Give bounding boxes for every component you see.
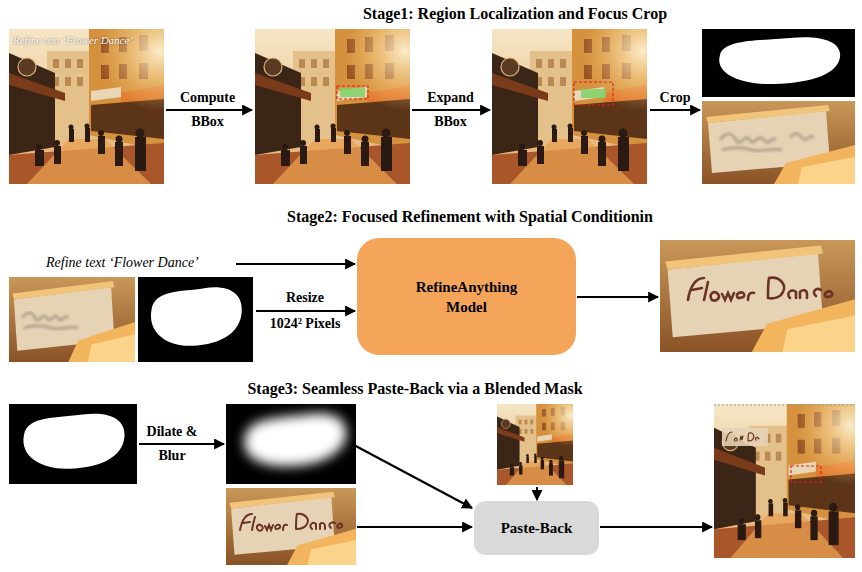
refined-output-part xyxy=(660,240,855,352)
flow-arrow xyxy=(412,109,490,111)
prompt-overlay: Refine text ‘Flower Dance’ xyxy=(13,33,163,47)
blended-mask xyxy=(226,404,356,484)
crop-photo-part-part xyxy=(720,134,776,143)
refined-crop-part-part xyxy=(296,514,342,529)
final-photo-part-part xyxy=(726,432,759,441)
refined-output-part-part xyxy=(768,278,832,299)
refined-crop xyxy=(226,488,356,565)
step-label: Crop xyxy=(650,86,700,110)
crop-input-part xyxy=(22,313,78,329)
final-photo-part xyxy=(714,366,862,558)
flow-arrow xyxy=(536,487,538,500)
expanded-bbox-outline xyxy=(574,82,613,105)
crop-photo-part-part xyxy=(722,148,782,151)
final-photo-part xyxy=(722,428,768,446)
process-box: Paste-Back xyxy=(474,501,599,555)
final-photo xyxy=(714,366,862,558)
crop-input-part-part xyxy=(24,326,78,329)
mask-input xyxy=(138,277,253,362)
target-highlight xyxy=(340,88,365,97)
stage-heading: Stage2: Focused Refinement with Spatial … xyxy=(200,207,740,227)
node-label: RefineAnything Model xyxy=(407,277,527,317)
crop-mask xyxy=(702,29,855,97)
flow-arrow xyxy=(236,263,355,265)
node-label: Paste-Back xyxy=(501,518,573,538)
blended-mask-part xyxy=(244,413,346,466)
stage-heading: Stage1: Region Localization and Focus Cr… xyxy=(245,4,785,24)
final-photo-part xyxy=(714,405,855,406)
flow-arrow xyxy=(352,444,472,508)
expanded-photo xyxy=(492,0,702,184)
target-highlight xyxy=(581,89,606,98)
refined-crop-part-part xyxy=(240,514,287,531)
crop-input xyxy=(9,277,135,362)
crop-photo-part xyxy=(702,101,855,184)
original-photo xyxy=(497,384,600,485)
flow-arrow xyxy=(256,310,355,312)
refined-crop-part xyxy=(240,514,342,531)
step-label: Expand BBox xyxy=(413,86,488,134)
stage1-photos xyxy=(9,0,855,184)
flow-arrow xyxy=(577,296,658,298)
flow-arrow xyxy=(139,443,224,445)
model-box: RefineAnything Model xyxy=(357,238,576,355)
blended-mask-part xyxy=(226,404,356,484)
step-label: Dilate & Blur xyxy=(142,420,202,468)
refined-output-part-part xyxy=(688,278,754,301)
refined-output-part xyxy=(688,278,832,301)
stage-heading: Stage3: Seamless Paste-Back via a Blende… xyxy=(145,379,685,399)
flow-arrow xyxy=(600,526,712,528)
final-photo-part xyxy=(791,466,821,482)
binary-mask xyxy=(9,404,137,484)
refined-output xyxy=(660,240,855,352)
refined-crop-part xyxy=(226,488,356,565)
step-label: Compute BBox xyxy=(170,86,245,134)
flow-arrows xyxy=(139,110,712,527)
crop-photo xyxy=(702,101,855,184)
final-photo-part xyxy=(726,432,759,441)
prompt-text: Refine text ‘Flower Dance’ xyxy=(46,254,236,272)
crop-photo-part xyxy=(720,134,814,151)
stage3-images xyxy=(9,366,862,565)
flow-arrow xyxy=(357,526,472,528)
step-label: Resize 1024² Pixels xyxy=(269,285,341,337)
crop-input-part xyxy=(9,277,135,362)
crop-photo-part-part xyxy=(790,134,814,140)
flow-arrow xyxy=(650,109,700,111)
flow-arrow xyxy=(166,109,252,111)
crop-input-part-part xyxy=(22,313,68,320)
bbox-outline xyxy=(337,86,368,99)
